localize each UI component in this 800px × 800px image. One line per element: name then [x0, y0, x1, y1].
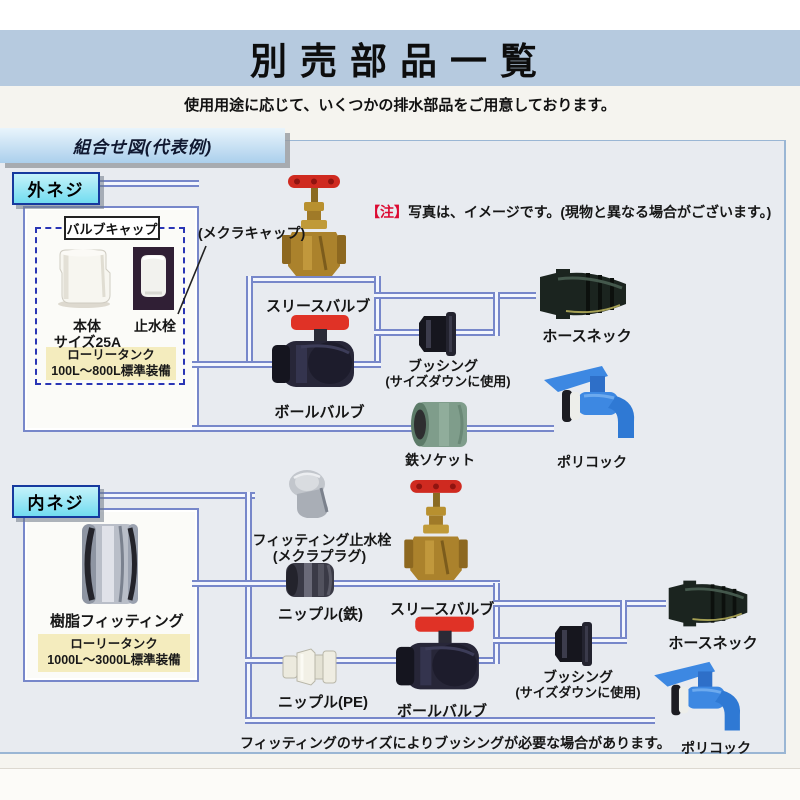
diagram-tab: 組合せ図(代表例)	[0, 128, 285, 163]
outer-valve-cap-frame	[23, 206, 199, 432]
sluice-valve-photo	[282, 172, 346, 293]
fitting-stop-plug-sublabel: (メクラプラグ)	[272, 548, 367, 564]
pipe-segment	[245, 717, 655, 724]
title-banner: 別売部品一覧	[0, 30, 800, 86]
hose-neck-photo	[536, 265, 630, 323]
resin-fitting-photo	[74, 520, 146, 608]
sluice-valve-photo	[404, 477, 468, 597]
hose-neck-label: ホースネック	[542, 328, 632, 345]
pipe-segment	[245, 657, 500, 664]
pipe-segment	[246, 276, 381, 283]
valve-cap-title-box: バルブキャップ	[64, 216, 160, 240]
sluice-valve-label: スリースバルブ	[390, 601, 495, 618]
outer-tank-badge: ローリータンク 100L〜800L標準装備	[46, 347, 176, 380]
inner-tank-badge: ローリータンク 1000L〜3000L標準装備	[38, 634, 190, 672]
outer-thread-tag-label: 外ネジ	[27, 181, 85, 200]
top-margin	[0, 0, 800, 30]
poly-cock-label: ポリコック	[557, 454, 627, 470]
ball-valve-photo	[271, 313, 361, 393]
ball-valve-photo	[395, 613, 486, 697]
pipe-segment	[246, 276, 253, 368]
cap-body-label: 本体	[73, 318, 101, 334]
pipe-segment	[374, 292, 536, 299]
bushing-note-label: (サイズダウンに使用)	[515, 685, 641, 700]
footer-note: フィッティングのサイズによりブッシングが必要な場合があります。	[240, 735, 671, 751]
pipe-segment	[245, 492, 252, 724]
bushing-note-label: (サイズダウンに使用)	[385, 374, 511, 389]
pipe-segment	[493, 600, 666, 607]
inner-tank-badge-line1: ローリータンク	[70, 637, 158, 652]
fitting-stop-plug-photo	[288, 468, 332, 520]
inner-thread-tag: 内ネジ	[12, 485, 100, 518]
page-title: 別売部品一覧	[250, 41, 550, 82]
nipple-pe-photo	[282, 646, 338, 688]
hose-neck-photo	[663, 577, 753, 630]
inner-thread-tag-label: 内ネジ	[27, 494, 85, 513]
pointer-line	[172, 240, 212, 318]
nipple-iron-photo	[284, 561, 336, 599]
notice-prefix: 【注】	[366, 204, 408, 220]
pipe-segment	[493, 292, 500, 336]
resin-fitting-label: 樹脂フィッティング	[50, 613, 184, 630]
inner-tank-badge-line2: 1000L〜3000L標準装備	[47, 653, 181, 667]
valve-cap-body-photo	[50, 247, 118, 309]
outer-tank-badge-line1: ローリータンク	[67, 347, 155, 362]
stop-valve-photo	[133, 247, 174, 310]
iron-socket-label: 鉄ソケット	[405, 452, 475, 468]
sluice-valve-label: スリースバルブ	[266, 298, 371, 315]
pipe-segment	[100, 180, 199, 187]
diagram-tab-label: 組合せ図(代表例)	[72, 138, 213, 157]
pipe-segment	[374, 276, 381, 368]
fitting-stop-plug-label: フィッティング止水栓	[252, 532, 392, 548]
poly-cock-photo	[544, 364, 636, 448]
photo-bottom-edge	[0, 768, 800, 769]
stop-valve-label: 止水栓	[134, 318, 176, 334]
valve-cap-title: バルブキャップ	[66, 221, 158, 237]
bushing-photo	[555, 620, 593, 668]
pipe-segment	[493, 583, 500, 664]
bottom-margin	[0, 769, 800, 800]
mekura-cap-label: (メクラキャップ)	[198, 225, 306, 241]
pipe-segment	[192, 425, 554, 432]
outer-thread-tag: 外ネジ	[12, 172, 100, 205]
nipple-iron-label: ニップル(鉄)	[278, 606, 363, 623]
iron-socket-photo	[409, 401, 469, 448]
cap-body-size: サイズ25A	[53, 334, 122, 350]
pipe-segment	[100, 492, 255, 499]
poly-cock-label: ポリコック	[681, 740, 751, 756]
bushing-photo	[419, 310, 457, 358]
outer-tank-badge-line2: 100L〜800L標準装備	[51, 363, 171, 378]
ball-valve-label: ボールバルブ	[396, 703, 487, 720]
bushing-label: ブッシング	[543, 669, 613, 685]
page-subtitle: 使用用途に応じて、いくつかの排水部品をご用意しております。	[184, 97, 616, 114]
notice-body: 写真は、イメージです。(現物と異なる場合がございます。)	[408, 204, 772, 220]
poly-cock-photo	[648, 660, 748, 740]
hose-neck-label: ホースネック	[668, 635, 758, 652]
pipe-segment	[192, 580, 500, 587]
photo-notice: 【注】写真は、イメージです。(現物と異なる場合がございます。)	[366, 202, 771, 222]
bushing-label: ブッシング	[408, 358, 478, 374]
pipe-segment	[620, 600, 627, 644]
ball-valve-label: ボールバルブ	[274, 404, 365, 421]
nipple-pe-label: ニップル(PE)	[278, 694, 369, 711]
